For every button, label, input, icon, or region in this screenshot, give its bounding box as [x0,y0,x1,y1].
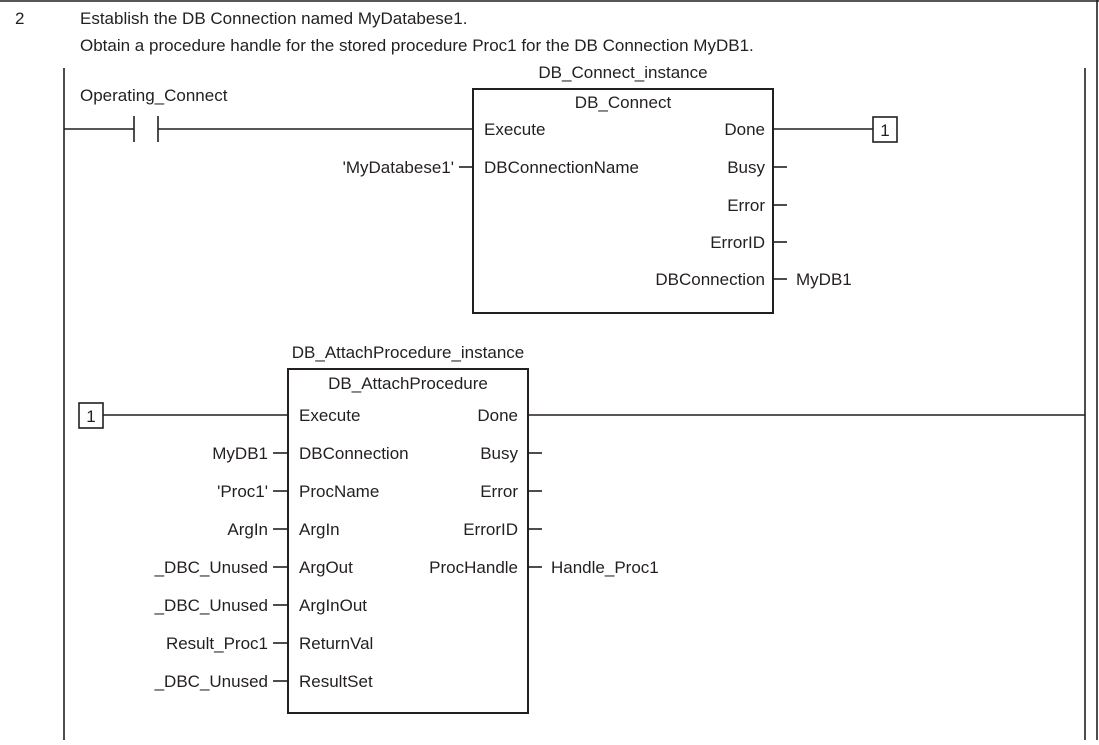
fb-input-variable: Result_Proc1 [166,634,268,653]
fb-input-pin: ArgOut [299,558,353,577]
fb-type-name: DB_AttachProcedure [328,374,488,393]
rung-1: Operating_Connect DB_Connect_instance DB… [64,63,898,314]
fb-output-pin: Error [727,196,765,215]
fb-input-variable: 'MyDatabese1' [343,158,454,177]
fb-type-name: DB_Connect [575,93,672,112]
fb-input-variable: _DBC_Unused [154,558,268,577]
fb-input-pin: ArgIn [299,520,340,539]
fb-output-pin: Done [724,120,765,139]
fb-input-variable: MyDB1 [212,444,268,463]
fb-input-pin: ReturnVal [299,634,373,653]
fb-input-variable: _DBC_Unused [154,596,268,615]
fb-input-pin: DBConnectionName [484,158,639,177]
db-connect-block[interactable] [472,88,774,314]
fb-output-pin: ErrorID [463,520,518,539]
fb-output-variable: MyDB1 [796,270,852,289]
fb-output-pin: ErrorID [710,233,765,252]
fb-output-pin: ProcHandle [429,558,518,577]
fb-input-pin: ArgInOut [299,596,367,615]
fb-instance-name: DB_Connect_instance [538,63,707,82]
step-number: 2 [15,9,24,28]
normally-open-contact[interactable] [64,116,473,142]
fb-input-pin: DBConnection [299,444,409,463]
fb-input-pin: Execute [299,406,360,425]
fb-output-variable: Handle_Proc1 [551,558,659,577]
connector-in-label: 1 [86,407,95,426]
fb-output-pin: Done [477,406,518,425]
fb-output-pin: Busy [727,158,765,177]
fb-input-variable: _DBC_Unused [154,672,268,691]
fb-input-pin: Execute [484,120,545,139]
fb-input-variable: ArgIn [227,520,268,539]
fb-input-pin: ProcName [299,482,379,501]
fb-output-pin: DBConnection [655,270,765,289]
db-attach-procedure-block[interactable] [287,368,529,714]
fb-instance-name: DB_AttachProcedure_instance [292,343,524,362]
connector-out[interactable] [872,116,898,143]
fb-input-variable: 'Proc1' [217,482,268,501]
fb-output-pin: Error [480,482,518,501]
connector-out-label: 1 [880,121,889,140]
contact-label: Operating_Connect [80,86,228,105]
step-description-line2: Obtain a procedure handle for the stored… [80,36,754,55]
fb-output-pin: Busy [480,444,518,463]
rung-2: 1 DB_AttachProcedure_instance DB_AttachP… [78,343,1085,714]
step-description-line1: Establish the DB Connection named MyData… [80,9,467,28]
fb-input-pin: ResultSet [299,672,373,691]
